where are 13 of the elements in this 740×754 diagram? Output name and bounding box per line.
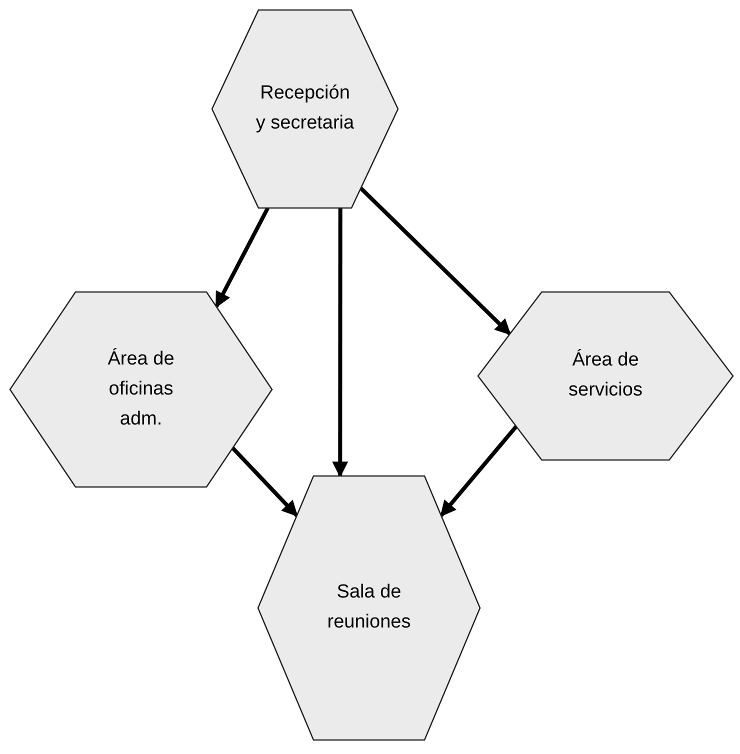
arrow [332,208,348,478]
hexagon-node [478,292,733,460]
node-label: Sala de reuniones [326,580,412,635]
arrow [214,207,270,308]
node-label: Área de oficinas adm. [106,346,176,432]
hexagon-node [10,292,272,487]
hexagon-node [258,476,480,740]
hexagon-node [212,10,398,208]
node-label: Recepción y secretaria [255,82,355,136]
arrow [359,186,512,336]
arrow [440,425,518,517]
arrow [231,446,298,517]
node-label: Área de servicios [568,348,644,403]
